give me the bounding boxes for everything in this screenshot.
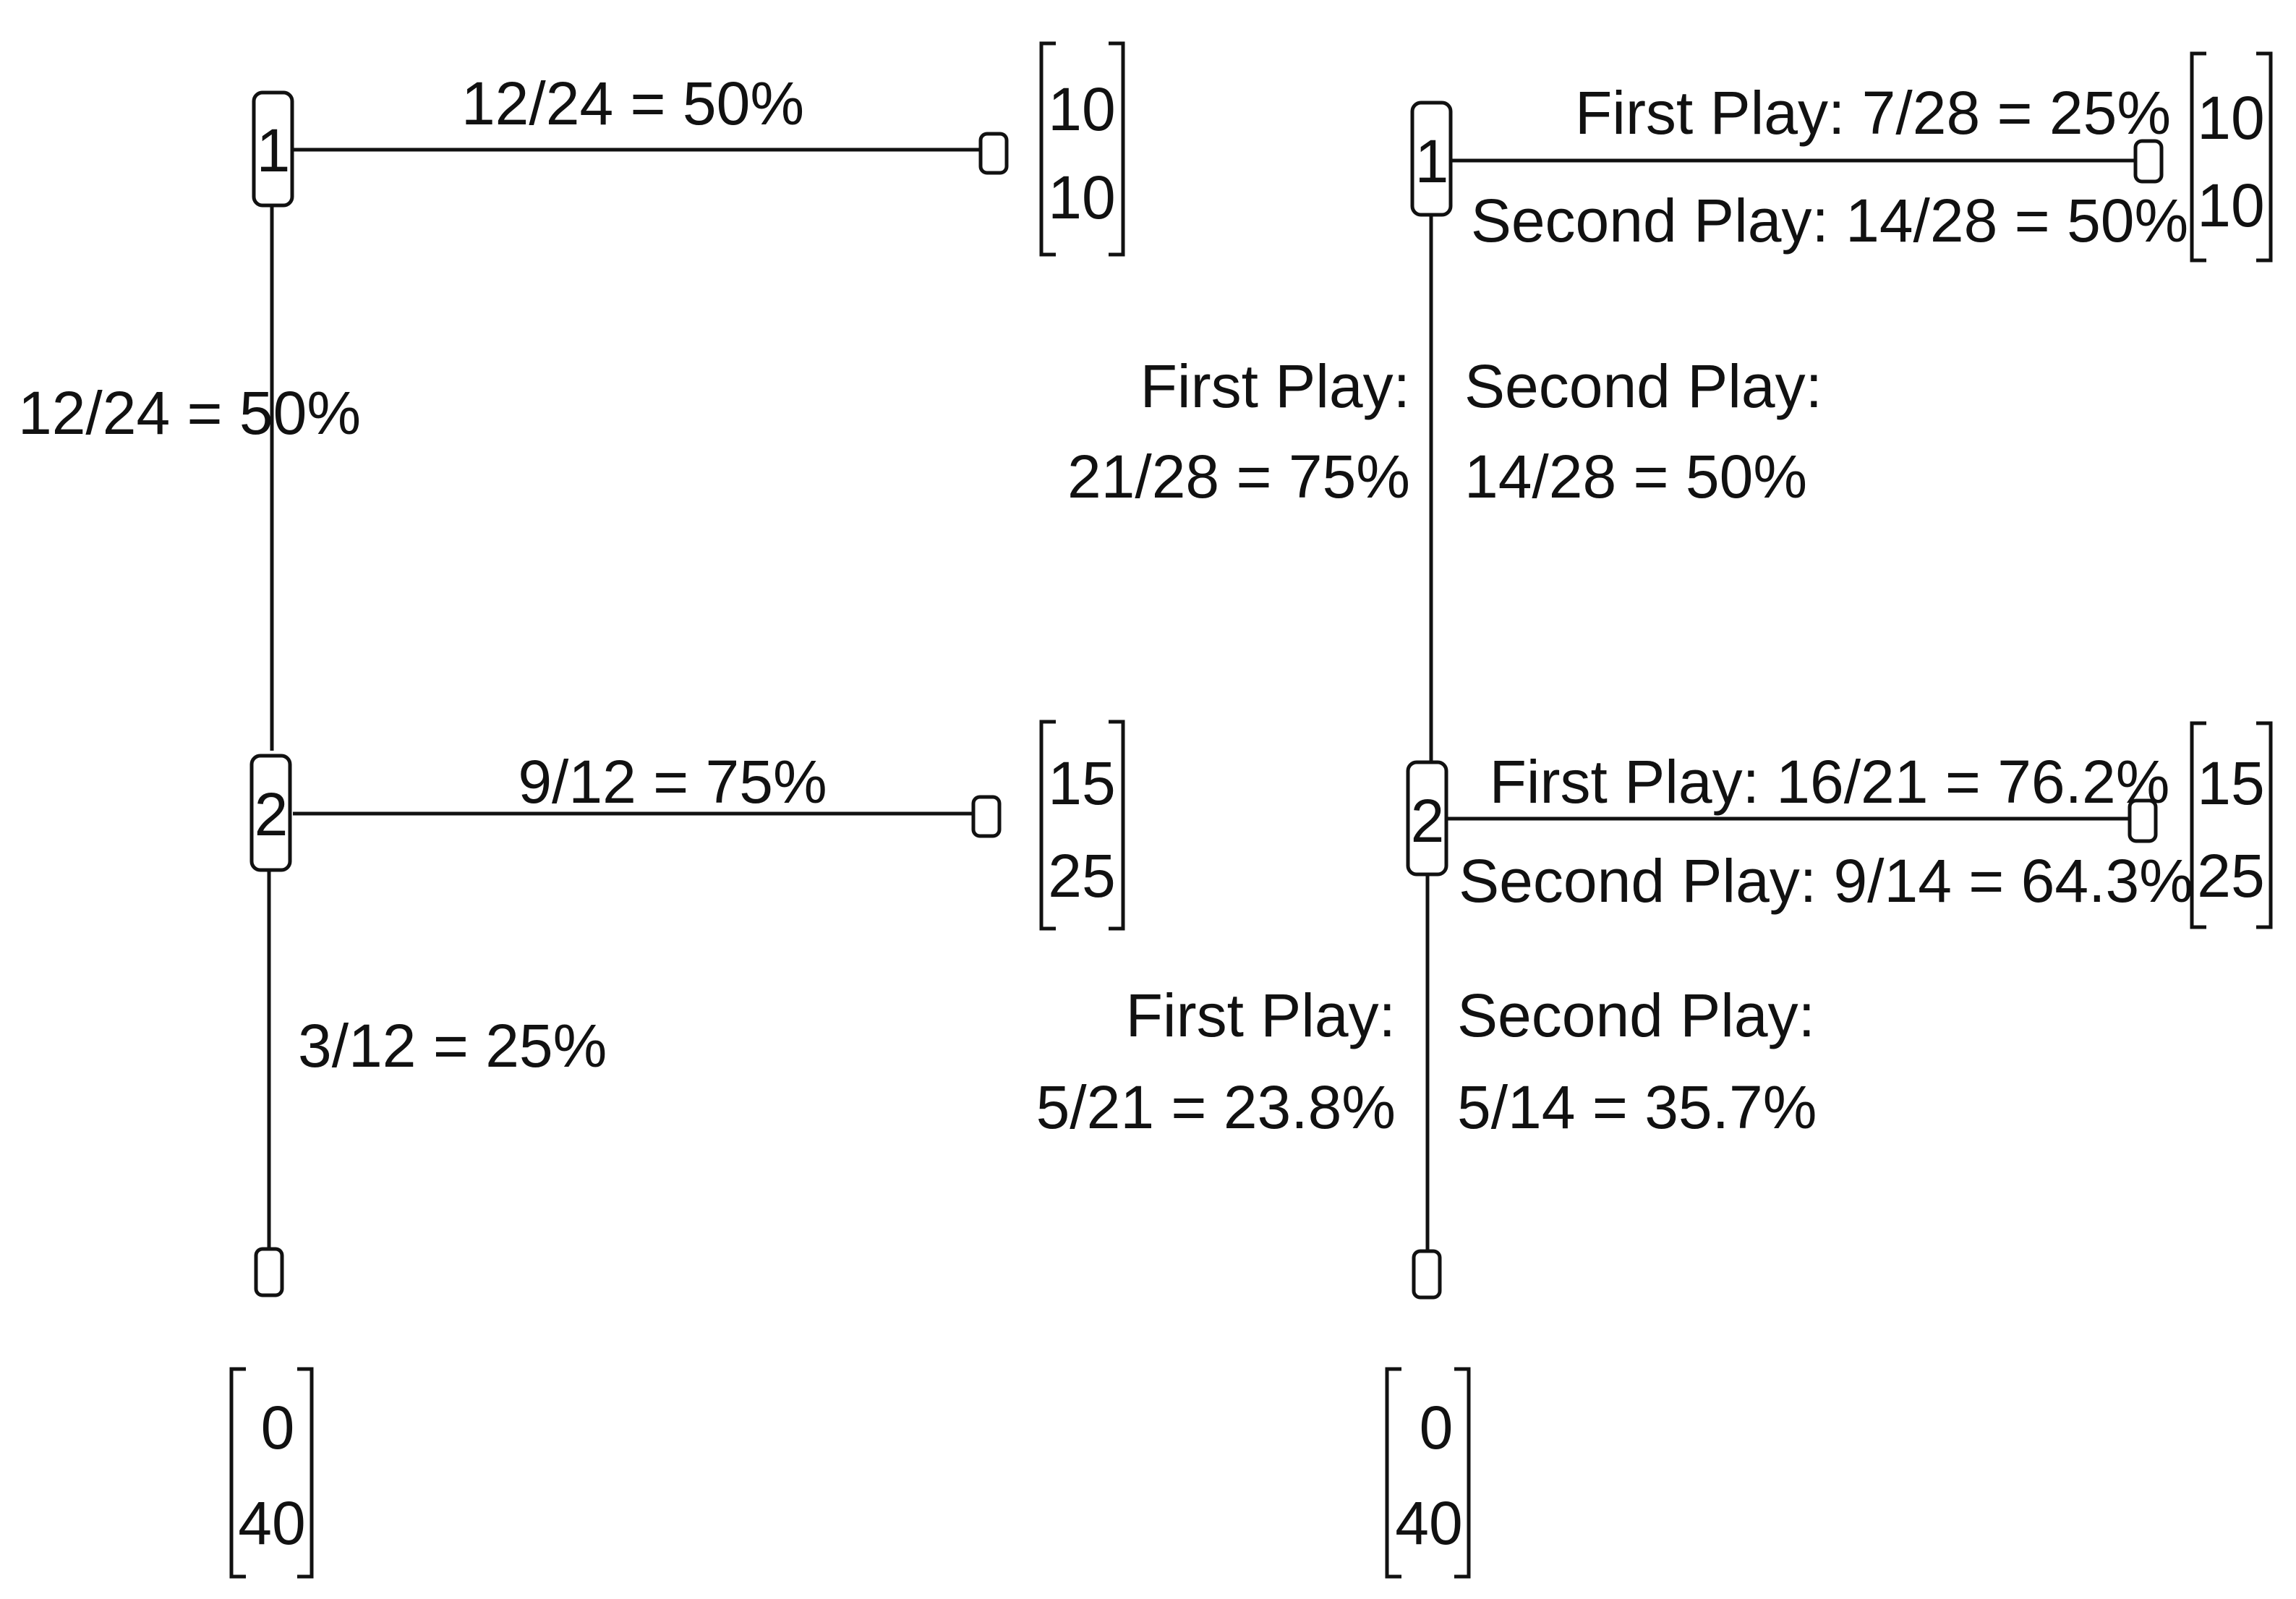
right-edge-2-down-first-label: First Play: [1126,981,1396,1049]
right-terminal-mid [2128,798,2158,843]
left-node-1: 1 [252,90,294,208]
left-payoff-top-p1: 10 [1048,75,1115,143]
right-payoff-mid-p2: 25 [2197,842,2264,910]
left-payoff-bottom: 0 40 [229,1367,314,1579]
left-edge-1-across-label: 12/24 = 50% [461,69,804,137]
left-edge-2-down-label: 3/12 = 25% [298,1012,607,1080]
left-terminal-top [978,132,1009,175]
left-edge-1-down-label: 12/24 = 50% [18,379,361,447]
right-edge-1-down-first-label: First Play: [1140,352,1410,420]
left-payoff-top-p2: 10 [1048,163,1115,231]
left-payoff-top: 10 10 [1039,41,1125,257]
right-payoff-mid: 15 25 [2190,721,2273,929]
left-payoff-bottom-p1: 0 [261,1394,295,1462]
right-edge-2-down-second-value: 5/14 = 35.7% [1457,1073,1817,1141]
left-node-2-label: 2 [255,780,289,848]
left-node-2: 2 [249,754,292,872]
left-tree: 1 2 12/24 = 50% 12/24 = 50% 9/12 = 75% 3… [18,41,1125,1579]
left-payoff-mid-p2: 25 [1048,842,1115,910]
right-edge-2-down-second-label: Second Play: [1457,981,1815,1049]
right-node-2: 2 [1406,760,1448,877]
right-payoff-top-p2: 10 [2197,171,2264,239]
right-edge-2-down-first-value: 5/21 = 23.8% [1036,1073,1396,1141]
right-node-1: 1 [1410,101,1453,217]
right-tree: 1 2 First Play: 7/28 = 25% Second Play: … [1036,51,2273,1579]
left-payoff-mid-p1: 15 [1048,749,1115,817]
left-terminal-bottom [254,1247,284,1297]
right-node-2-label: 2 [1411,787,1445,855]
right-terminal-bottom [1412,1249,1442,1300]
right-edge-1-down-first-value: 21/28 = 75% [1067,443,1410,511]
right-terminal-top [2133,139,2164,184]
right-payoff-top: 10 10 [2190,51,2273,263]
right-edge-1-down-second-value: 14/28 = 50% [1464,443,1807,511]
right-payoff-bottom: 0 40 [1385,1367,1471,1579]
right-payoff-mid-p1: 15 [2197,749,2264,817]
right-payoff-top-p1: 10 [2197,84,2264,152]
left-payoff-mid: 15 25 [1039,720,1125,931]
left-node-1-label: 1 [257,116,291,184]
right-payoff-bottom-p1: 0 [1420,1394,1454,1462]
right-edge-2-across-first-label: First Play: 16/21 = 76.2% [1490,748,2170,816]
right-edge-1-across-second-label: Second Play: 14/28 = 50% [1471,187,2188,255]
left-edge-2-across-label: 9/12 = 75% [518,748,827,816]
right-edge-2-across-second-label: Second Play: 9/14 = 64.3% [1459,847,2193,915]
right-payoff-bottom-p2: 40 [1395,1489,1462,1557]
right-edge-1-down-second-label: Second Play: [1464,352,1822,420]
left-terminal-mid [971,795,1002,838]
left-payoff-bottom-p2: 40 [238,1489,305,1557]
right-edge-1-across-first-label: First Play: 7/28 = 25% [1575,79,2171,147]
right-node-1-label: 1 [1415,127,1449,195]
